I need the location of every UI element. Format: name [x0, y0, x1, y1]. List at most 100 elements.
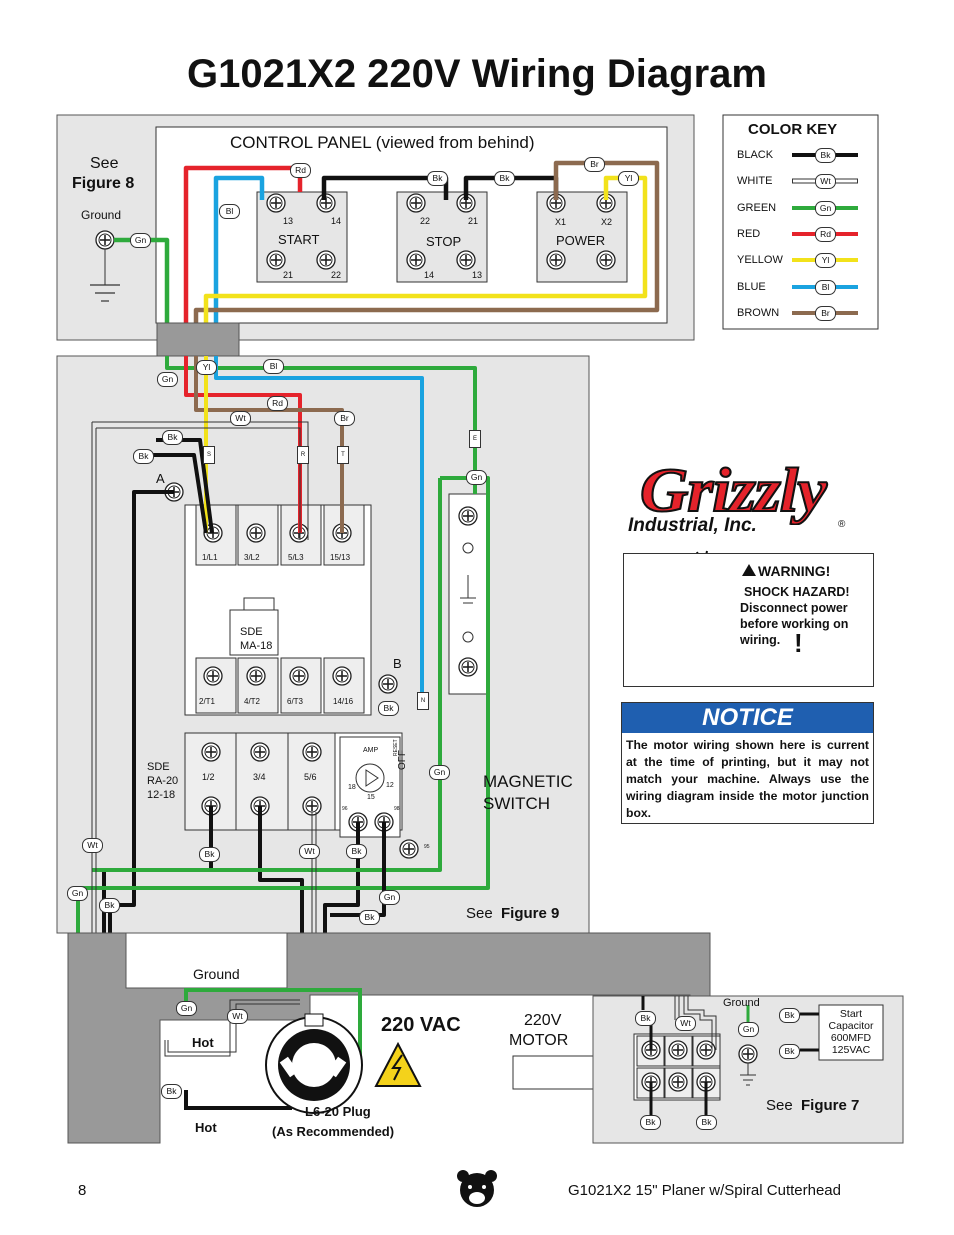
- contactor-term-6t3: 6/T3: [287, 697, 304, 706]
- see-label: See: [766, 1097, 793, 1114]
- wire-tag-bk: Bk: [199, 847, 220, 862]
- notice-heading: NOTICE: [622, 703, 873, 733]
- relay-amp: AMP: [363, 747, 379, 754]
- wire-tag-gn: Gn: [67, 886, 88, 901]
- plug-ground-label: Ground: [193, 966, 240, 982]
- relay-term-12: 1/2: [202, 772, 215, 782]
- point-b: B: [393, 656, 402, 671]
- magnetic-switch-label-1: MAGNETIC: [483, 772, 573, 791]
- contactor-term-2t1: 2/T1: [199, 697, 216, 706]
- warning-title: SHOCK HAZARD!: [744, 585, 850, 599]
- start-term-22: 22: [331, 270, 342, 280]
- key-code-wt: Wt: [815, 174, 836, 189]
- tag-s: S: [203, 446, 215, 464]
- contactor-term-3l2: 3/L2: [244, 553, 260, 562]
- relay-dial-15: 15: [367, 794, 375, 801]
- wire-tag-yl: Yl: [196, 360, 217, 375]
- hot-label-2: Hot: [195, 1120, 217, 1135]
- conduit-top: [156, 322, 240, 357]
- start-term-14: 14: [331, 216, 342, 226]
- contactor-term-4t2: 4/T2: [244, 697, 261, 706]
- wire-tag-bk: Bk: [427, 171, 448, 186]
- see-label: See: [90, 155, 119, 172]
- wire-tag-gn: Gn: [429, 765, 450, 780]
- wire-tag-gn: Gn: [738, 1022, 759, 1037]
- capacitor-line1: Start: [839, 1008, 863, 1020]
- key-code-bk: Bk: [815, 148, 836, 163]
- relay-model-line2: RA-20: [147, 775, 179, 787]
- contactor-term-1513: 15/13: [330, 553, 351, 562]
- relay-model-line1: SDE: [147, 761, 170, 773]
- wire-tag-bl: Bl: [263, 359, 284, 374]
- wire-tag-bk: Bk: [133, 449, 154, 464]
- wire-tag-gn: Gn: [466, 470, 487, 485]
- wire-tag-bk: Bk: [162, 430, 183, 445]
- color-key-heading: COLOR KEY: [748, 121, 838, 138]
- stop-label: STOP: [426, 234, 462, 249]
- notice-text: The motor wiring shown here is current a…: [626, 738, 869, 820]
- page-number: 8: [78, 1182, 87, 1199]
- warning-banner: WARNING!: [758, 563, 831, 579]
- wire-tag-bk: Bk: [378, 701, 399, 716]
- wire-tag-br: Br: [584, 157, 605, 172]
- capacitor-line2: Capacitor: [828, 1020, 874, 1032]
- stop-term-22: 22: [420, 216, 431, 226]
- key-green: GREEN: [737, 202, 777, 214]
- grizzly-logo: Grizzly: [639, 456, 828, 526]
- relay-dial-18: 18: [348, 784, 356, 791]
- wire-tag-bk: Bk: [99, 898, 120, 913]
- wire-tag-wt: Wt: [299, 844, 320, 859]
- stop-term-21: 21: [468, 216, 479, 226]
- motor-label-1: 220V: [524, 1012, 562, 1029]
- motor-ground-label: Ground: [723, 997, 760, 1009]
- capacitor-label: Start Capacitor 600MFD 125VAC: [819, 1008, 883, 1056]
- key-brown: BROWN: [737, 307, 780, 319]
- wire-tag-bk: Bk: [779, 1008, 800, 1023]
- stop-term-14: 14: [424, 270, 435, 280]
- wire-tag-gn: Gn: [379, 890, 400, 905]
- figure-8-ref[interactable]: Figure 8: [72, 175, 135, 192]
- wire-tag-bk: Bk: [161, 1084, 182, 1099]
- tag-r: R: [297, 446, 309, 464]
- warning-line1: Disconnect power: [740, 601, 848, 615]
- power-label: POWER: [556, 233, 606, 248]
- control-panel-heading: CONTROL PANEL (viewed from behind): [230, 133, 535, 152]
- wire-tag-br: Br: [334, 411, 355, 426]
- contactor-term-5l3: 5/L3: [288, 553, 304, 562]
- key-red: RED: [737, 228, 761, 240]
- tag-t: T: [337, 446, 349, 464]
- wire-tag-bk: Bk: [640, 1115, 661, 1130]
- brand-subtitle: Industrial, Inc.: [628, 515, 757, 536]
- key-black: BLACK: [737, 149, 774, 161]
- tag-n: N: [417, 692, 429, 710]
- wire-tag-bk: Bk: [635, 1011, 656, 1026]
- start-label: START: [278, 232, 320, 247]
- magnetic-switch-label-2: SWITCH: [483, 794, 551, 813]
- wire-tag-rd: Rd: [290, 163, 311, 178]
- tag-e: E: [469, 430, 481, 448]
- brand-registered: ®: [838, 519, 846, 530]
- plug-label-2: (As Recommended): [272, 1124, 395, 1139]
- capacitor-line3: 600MFD: [830, 1032, 872, 1044]
- warning-exclamation: !: [794, 628, 803, 658]
- wire-tag-bl: Bl: [219, 204, 240, 219]
- wire-tag-wt: Wt: [227, 1009, 248, 1024]
- relay-model-line3: 12-18: [147, 789, 176, 801]
- contactor-term-1416: 14/16: [333, 697, 354, 706]
- bear-logo: [460, 1173, 494, 1207]
- wire-tag-gn: Gn: [176, 1001, 197, 1016]
- vac-label: 220 VAC: [381, 1014, 461, 1036]
- wire-tag-yl: Yl: [618, 171, 639, 186]
- see-label: See: [466, 905, 493, 922]
- warning-line3: wiring.: [740, 633, 781, 647]
- key-blue: BLUE: [737, 281, 766, 293]
- figure-9-ref[interactable]: Figure 9: [501, 905, 560, 922]
- contactor-model-line2: MA-18: [240, 640, 273, 652]
- contactor-model-line1: SDE: [240, 626, 263, 638]
- relay-95: 95: [424, 844, 430, 850]
- power-term-x2: X2: [601, 217, 613, 227]
- figure-7-ref[interactable]: Figure 7: [801, 1097, 860, 1114]
- wire-tag-bk: Bk: [779, 1044, 800, 1059]
- key-white: WHITE: [737, 175, 773, 187]
- capacitor-line4: 125VAC: [831, 1044, 871, 1056]
